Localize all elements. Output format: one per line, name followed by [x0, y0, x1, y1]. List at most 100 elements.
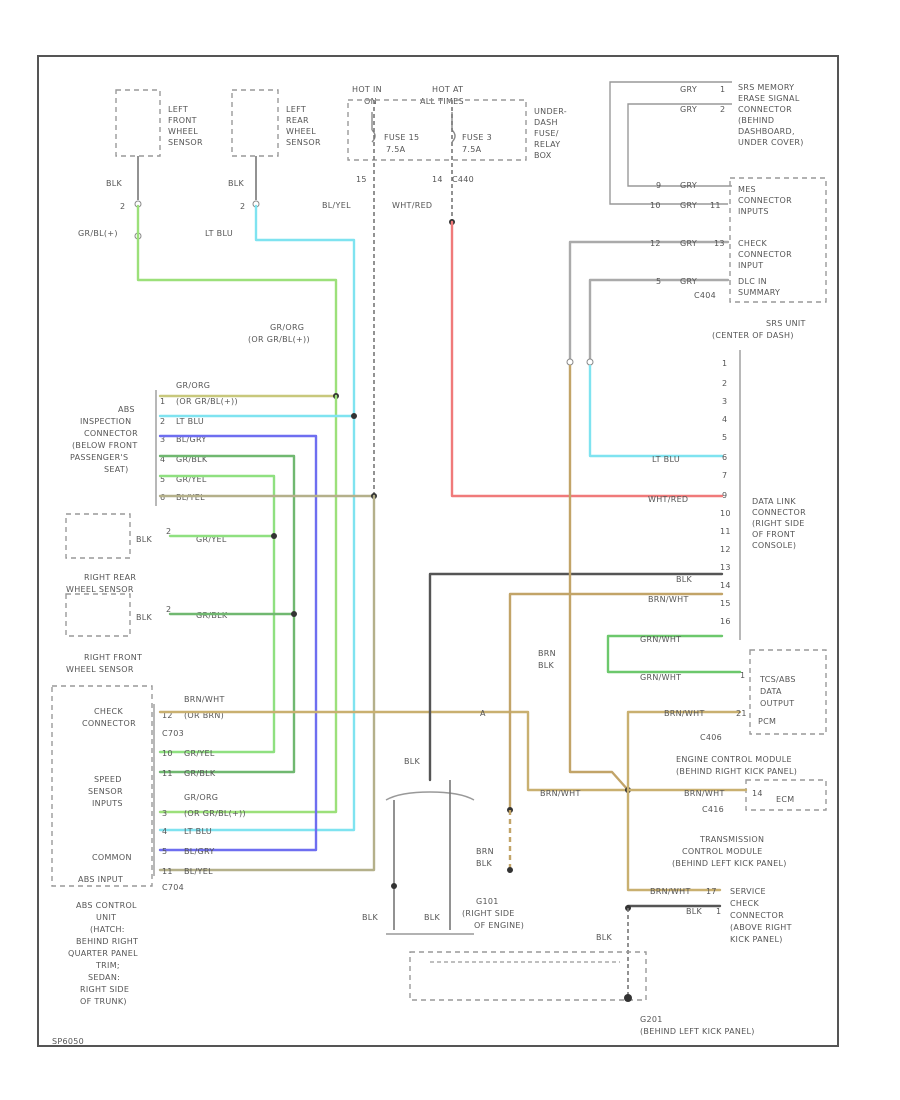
svg-text:TCS/ABS: TCS/ABS: [759, 675, 796, 684]
fuse-3-rating: 7.5A: [462, 145, 482, 154]
svg-text:LEFT: LEFT: [286, 105, 306, 114]
fuse-15-rating: 7.5A: [386, 145, 406, 154]
abs-insp-pin1: 1: [160, 397, 165, 406]
abs-control-unit-label: ABS CONTROL UNIT (HATCH: BEHIND RIGHT QU…: [68, 901, 138, 1006]
svg-text:(BEHIND RIGHT KICK PANEL): (BEHIND RIGHT KICK PANEL): [676, 767, 797, 776]
ecm-brn-wht-label-2: BRN/WHT: [684, 789, 725, 798]
svg-text:13: 13: [720, 563, 731, 572]
svg-text:FRONT: FRONT: [168, 116, 197, 125]
wire-bl-yel-to-abs: [158, 494, 376, 872]
speed-pin4: 4: [162, 827, 167, 836]
blk-label-ground-left: BLK: [362, 913, 379, 922]
svg-text:SRS UNIT: SRS UNIT: [766, 319, 806, 328]
svg-text:WHEEL SENSOR: WHEEL SENSOR: [66, 585, 134, 594]
svg-text:RIGHT REAR: RIGHT REAR: [84, 573, 136, 582]
svg-text:KICK PANEL): KICK PANEL): [730, 935, 783, 944]
srs-pin-a: [566, 358, 574, 366]
gr-org-note-line1: GR/ORG: [270, 323, 304, 332]
hot-in-run-label-2: ON: [364, 97, 377, 106]
svg-text:SUMMARY: SUMMARY: [738, 288, 780, 297]
svg-text:(CENTER OF DASH): (CENTER OF DASH): [712, 331, 794, 340]
svg-text:INPUTS: INPUTS: [738, 207, 769, 216]
wire-gr-bl-lf-sensor: [136, 204, 338, 396]
svg-text:OF ENGINE): OF ENGINE): [474, 921, 524, 930]
svg-text:7: 7: [722, 471, 727, 480]
check-pin13: 13: [714, 239, 725, 248]
dlc-pin5-wire: GRY: [680, 277, 697, 286]
svg-text:SEAT): SEAT): [104, 465, 129, 474]
grn-wht-pcm-label: GRN/WHT: [640, 673, 681, 682]
svg-text:DLC IN: DLC IN: [738, 277, 767, 286]
abs-inspection-label: ABS INSPECTION CONNECTOR (BELOW FRONT PA…: [70, 405, 138, 474]
svg-text:6: 6: [722, 453, 727, 462]
wht-red-dlc-label: WHT/RED: [648, 495, 688, 504]
srs-memory-pin1-wire: GRY: [680, 85, 697, 94]
svg-text:REAR: REAR: [286, 116, 309, 125]
abs-brn-wht-label: BRN/WHT: [184, 695, 225, 704]
svg-text:WHEEL: WHEEL: [168, 127, 198, 136]
wire-grn-wht-dlc: [606, 634, 742, 674]
diagram-frame: [37, 55, 839, 1047]
ecm-brn-wht-label: BRN/WHT: [540, 789, 581, 798]
svc-blk-label: BLK: [686, 907, 703, 916]
rr-sensor-pin2-wire: BLK: [136, 535, 153, 544]
connector-c404: C404: [694, 291, 716, 300]
grn-wht-dlc-label: GRN/WHT: [640, 635, 681, 644]
srs-memory-label: SRS MEMORY ERASE SIGNAL CONNECTOR (BEHIN…: [738, 83, 804, 147]
svg-text:G101: G101: [476, 897, 499, 906]
svg-text:ERASE SIGNAL: ERASE SIGNAL: [738, 94, 800, 103]
svg-text:TRANSMISSION: TRANSMISSION: [699, 835, 764, 844]
speed-pin3-wire: (OR GR/BL(+)): [184, 809, 246, 818]
svg-text:CONSOLE): CONSOLE): [752, 541, 796, 550]
pcm-box: [749, 649, 827, 735]
speed-pin11-wire: GR/BLK: [184, 769, 216, 778]
wire-lt-blu-lr-sensor: [158, 204, 356, 832]
g101-label: G101 (RIGHT SIDE OF ENGINE): [462, 897, 524, 930]
srs-pin-b: [586, 358, 594, 366]
speed-sensor-inputs-label: SPEED SENSOR INPUTS: [88, 775, 123, 808]
svg-text:OF FRONT: OF FRONT: [752, 530, 795, 539]
fuse-pin-15: 15: [356, 175, 367, 184]
right-rear-wheel-sensor-box: [65, 513, 131, 559]
wire-lt-blu-dlc: [588, 364, 724, 458]
svg-text:CHECK: CHECK: [94, 707, 123, 716]
svg-text:16: 16: [720, 617, 731, 626]
speed-pin5: 5: [162, 847, 167, 856]
svg-text:INSPECTION: INSPECTION: [80, 417, 131, 426]
svg-text:(RIGHT SIDE: (RIGHT SIDE: [752, 519, 805, 528]
wire-brn-wht-to-tcm: [626, 788, 722, 892]
svg-text:PASSENGER'S: PASSENGER'S: [70, 453, 128, 462]
svg-text:(BEHIND LEFT KICK PANEL): (BEHIND LEFT KICK PANEL): [640, 1027, 755, 1036]
svg-text:10: 10: [720, 509, 731, 518]
connector-c416: C416: [702, 805, 724, 814]
svg-text:3: 3: [722, 397, 727, 406]
svg-text:UNDER COVER): UNDER COVER): [738, 138, 804, 147]
svg-text:14: 14: [720, 581, 731, 590]
svg-text:COMMON: COMMON: [92, 853, 132, 862]
svg-text:BOX: BOX: [534, 151, 552, 160]
pcm-box-label: PCM: [758, 717, 776, 726]
wire-wht-red: [450, 220, 724, 498]
svg-text:OUTPUT: OUTPUT: [760, 699, 794, 708]
svg-text:SENSOR: SENSOR: [88, 787, 123, 796]
lt-blu-dlc-label: LT BLU: [652, 455, 680, 464]
lt-blu-junction: [351, 413, 357, 419]
abs-insp-pin5: 5: [160, 475, 165, 484]
svg-text:MES: MES: [738, 185, 756, 194]
fuse-15-symbol: [371, 112, 376, 143]
diagram-footer-code: SP6050: [52, 1037, 84, 1046]
mes-pin10-wire: GRY: [680, 201, 697, 210]
svg-text:OF TRUNK): OF TRUNK): [80, 997, 127, 1006]
svg-text:G201: G201: [640, 1015, 663, 1024]
svg-text:CONNECTOR: CONNECTOR: [738, 196, 792, 205]
abs-or-brn-label: (OR BRN): [184, 711, 224, 720]
dlc-in-summary-label: DLC IN SUMMARY: [738, 277, 780, 297]
svg-text:CONNECTOR: CONNECTOR: [730, 911, 784, 920]
rr-sensor-pin2: 2: [166, 527, 171, 536]
svg-text:(BEHIND LEFT KICK PANEL): (BEHIND LEFT KICK PANEL): [672, 859, 787, 868]
svg-text:CHECK: CHECK: [730, 899, 759, 908]
lr-sensor-pin2: 2: [240, 202, 245, 211]
svg-text:DATA LINK: DATA LINK: [752, 497, 796, 506]
lr-sensor-lt-blu-label: LT BLU: [205, 229, 233, 238]
